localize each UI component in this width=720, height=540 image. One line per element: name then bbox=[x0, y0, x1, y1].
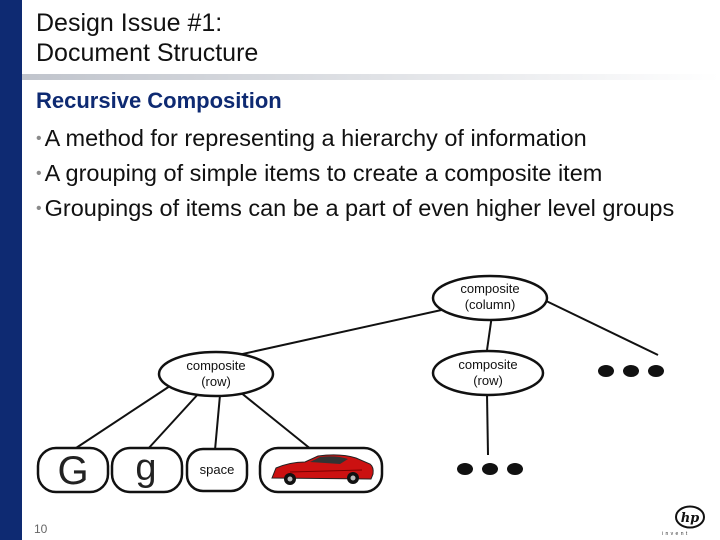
tree-edges bbox=[72, 297, 659, 456]
glyph-node-lowercase-g: g bbox=[110, 446, 184, 494]
edge-row-g bbox=[146, 391, 201, 451]
title-line-2: Document Structure bbox=[36, 39, 259, 67]
edge-row-G bbox=[72, 383, 174, 451]
section-heading: Recursive Composition bbox=[36, 88, 282, 113]
space-node: space bbox=[185, 447, 249, 493]
bullet-text: A method for representing a hierarchy of… bbox=[44, 125, 587, 151]
hp-logo-mark: hp bbox=[681, 511, 700, 526]
bullet-list: •A method for representing a hierarchy o… bbox=[36, 121, 676, 226]
car-node bbox=[258, 446, 384, 494]
node-sublabel: (row) bbox=[473, 373, 503, 388]
page-number: 10 bbox=[34, 522, 48, 536]
node-sublabel: (row) bbox=[201, 374, 231, 389]
ellipsis-dots-root bbox=[598, 365, 664, 377]
glyph-label: G bbox=[57, 449, 88, 493]
edge-row-ellipsis bbox=[486, 393, 489, 456]
space-label: space bbox=[200, 462, 235, 477]
composite-row-node-right: composite (row) bbox=[431, 349, 545, 397]
edge-root-left-row bbox=[237, 306, 456, 356]
ellipsis-dots-row bbox=[457, 463, 523, 475]
slide-title: Design Issue #1: Document Structure bbox=[36, 8, 258, 68]
glyph-node-uppercase-G: G bbox=[36, 446, 110, 494]
hp-tagline: i n v e n t bbox=[662, 531, 688, 537]
node-label: composite bbox=[186, 358, 245, 373]
bullet-marker: • bbox=[36, 200, 42, 217]
composite-row-node-left: composite (row) bbox=[157, 350, 275, 398]
bullet-text: A grouping of simple items to create a c… bbox=[44, 160, 603, 186]
node-label: composite bbox=[458, 357, 517, 372]
bullet-item: •A grouping of simple items to create a … bbox=[36, 156, 676, 191]
bullet-marker: • bbox=[36, 130, 42, 147]
edge-root-ellipsis bbox=[539, 297, 659, 356]
bullet-text: Groupings of items can be a part of even… bbox=[44, 195, 675, 221]
car-icon bbox=[271, 454, 374, 485]
node-label: composite bbox=[460, 281, 519, 296]
title-line-1: Design Issue #1: bbox=[36, 9, 223, 37]
glyph-label: g bbox=[135, 447, 156, 489]
node-sublabel: (column) bbox=[465, 297, 516, 312]
title-divider bbox=[22, 74, 720, 80]
bullet-marker: • bbox=[36, 165, 42, 182]
left-accent-bar bbox=[0, 0, 22, 540]
bullet-item: •Groupings of items can be a part of eve… bbox=[36, 191, 676, 226]
edge-row-car bbox=[239, 391, 313, 451]
edge-row-space bbox=[214, 394, 221, 451]
composite-column-node: composite (column) bbox=[431, 274, 549, 322]
hp-logo-icon: hp bbox=[674, 505, 706, 529]
bullet-item: •A method for representing a hierarchy o… bbox=[36, 121, 676, 156]
